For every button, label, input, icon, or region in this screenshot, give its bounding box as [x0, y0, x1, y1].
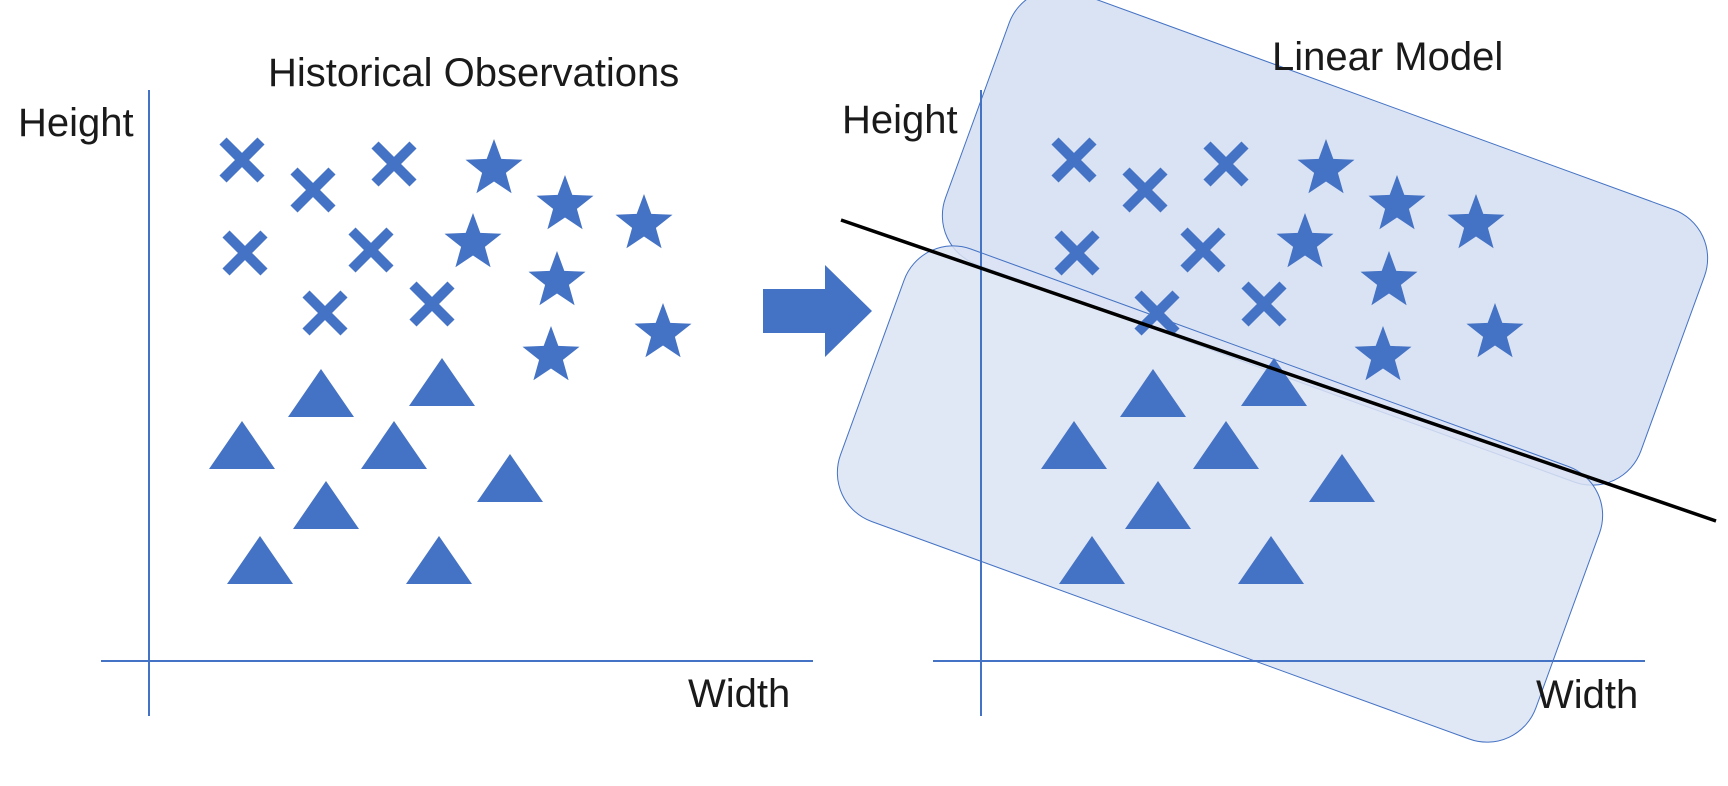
triangle-marker [1309, 454, 1375, 502]
decision-boundary-line [840, 218, 1717, 523]
triangle-marker [1041, 421, 1107, 469]
x-marker [1122, 167, 1168, 213]
right-arrow-icon [763, 265, 872, 357]
observation-markers [1041, 137, 1524, 584]
observation-markers [209, 137, 692, 584]
triangle-marker [1238, 536, 1304, 584]
triangle-marker [1193, 421, 1259, 469]
linear-model-panel: Linear Model Height Width [836, 0, 1717, 743]
x-marker [219, 137, 265, 183]
triangle-marker [477, 454, 543, 502]
star-marker [465, 139, 523, 194]
star-marker [1368, 175, 1426, 230]
panel-title: Linear Model [1272, 35, 1503, 79]
x-marker [302, 290, 348, 336]
triangle-marker [409, 358, 475, 406]
triangle-marker [361, 421, 427, 469]
panel-title: Historical Observations [268, 51, 679, 95]
star-marker [1466, 303, 1524, 358]
star-marker [1276, 213, 1334, 268]
x-marker [348, 227, 394, 273]
triangle-marker [1125, 481, 1191, 529]
star-marker [1297, 139, 1355, 194]
star-marker [1447, 194, 1505, 249]
historical-observations-panel: Historical Observations Height Width [18, 51, 813, 716]
star-marker [536, 175, 594, 230]
triangle-marker [1241, 358, 1307, 406]
lower-class-region [836, 245, 1604, 743]
y-axis-label: Height [842, 98, 958, 142]
triangle-marker [288, 369, 354, 417]
x-marker [1180, 227, 1226, 273]
x-marker [290, 167, 336, 213]
star-marker [522, 326, 580, 381]
triangle-marker [227, 536, 293, 584]
triangle-marker [293, 481, 359, 529]
triangle-marker [1120, 369, 1186, 417]
star-marker [528, 251, 586, 306]
star-marker [1354, 326, 1412, 381]
x-marker [222, 230, 268, 276]
y-axis-label: Height [18, 101, 134, 145]
x-marker [1203, 141, 1249, 187]
x-marker [1241, 281, 1287, 327]
star-marker [1360, 251, 1418, 306]
triangle-marker [406, 536, 472, 584]
x-marker [1054, 230, 1100, 276]
star-marker [444, 213, 502, 268]
x-marker [409, 281, 455, 327]
x-axis-label: Width [1536, 673, 1638, 717]
x-axis-label: Width [688, 672, 790, 716]
triangle-marker [209, 421, 275, 469]
star-marker [615, 194, 673, 249]
x-marker [1051, 137, 1097, 183]
star-marker [634, 303, 692, 358]
x-marker [371, 141, 417, 187]
triangle-marker [1059, 536, 1125, 584]
